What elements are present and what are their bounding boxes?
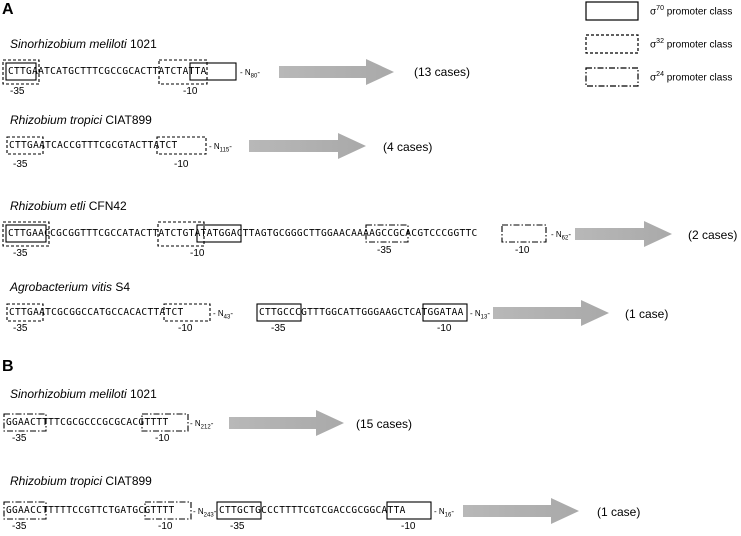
cases-a4: (1 case) bbox=[625, 307, 669, 321]
box-a2-m35 bbox=[6, 136, 44, 155]
nlabel-a2: - N115- bbox=[209, 142, 232, 154]
organism-b1: Sinorhizobium meliloti 1021 bbox=[10, 387, 157, 401]
cases-b1: (15 cases) bbox=[356, 417, 413, 431]
arrow-b2 bbox=[463, 498, 579, 524]
box-a2-m10 bbox=[156, 136, 207, 155]
mark-a1-m35: -35 bbox=[10, 86, 25, 97]
box-a4-m10b bbox=[422, 303, 468, 322]
mark-a4-m35b: -35 bbox=[271, 323, 286, 334]
organism-a3: Rhizobium etli CFN42 bbox=[10, 199, 127, 213]
mark-a3-m35b: -35 bbox=[377, 245, 392, 256]
arrow-b1 bbox=[229, 410, 344, 436]
cases-a1: (13 cases) bbox=[414, 65, 471, 79]
arrow-a1 bbox=[279, 59, 394, 85]
sequence-a4-part1: CTTGAATCGCGGCCATGCCACACTTATCT bbox=[9, 307, 184, 318]
sequence-b1: GGAACTTTTCGCGCCCGCGCACGTTTT bbox=[6, 417, 169, 428]
box-a4-m10 bbox=[163, 303, 211, 322]
mark-a1-m10: -10 bbox=[183, 86, 198, 97]
box-a1-m35-s70 bbox=[5, 62, 37, 81]
box-a3-m10-s70 bbox=[196, 224, 242, 243]
organism-b2: Rhizobium tropici CIAT899 bbox=[10, 474, 152, 488]
nlabel-a3: - N62- bbox=[551, 230, 572, 242]
sequence-a4-part2: CTTGCCCGTTTGGCATTGGGAAGCTCATGGATAA bbox=[259, 307, 464, 318]
box-b2-m10b bbox=[386, 501, 432, 520]
arrow-a4 bbox=[493, 300, 609, 326]
legend-box-s32 bbox=[585, 34, 639, 54]
cases-a2: (4 cases) bbox=[383, 140, 433, 154]
legend-s32: σ32 promoter class bbox=[650, 38, 733, 51]
box-b2-m35 bbox=[3, 501, 47, 520]
mark-a2-m35: -35 bbox=[13, 159, 28, 170]
box-a3-m35-s32 bbox=[2, 221, 50, 247]
mark-a4-m10b: -10 bbox=[437, 323, 452, 334]
panel-label-b: B bbox=[2, 358, 14, 375]
mark-b1-m35: -35 bbox=[12, 433, 27, 444]
organism-a1: Sinorhizobium meliloti 1021 bbox=[10, 37, 157, 51]
legend-s24: σ24 promoter class bbox=[650, 71, 733, 84]
box-a3-m10b-s24 bbox=[501, 224, 547, 243]
panel-label-a: A bbox=[2, 1, 14, 18]
mark-b1-m10: -10 bbox=[155, 433, 170, 444]
nlabel-b2-1: - N243- bbox=[193, 507, 217, 519]
sequence-a1: CTTGAATCATGCTTTCGCCGCACTTATCTATTA bbox=[8, 66, 207, 77]
box-a1-m10-s32 bbox=[158, 59, 208, 85]
nlabel-a4-1: - N43- bbox=[213, 309, 234, 321]
mark-a3-m35: -35 bbox=[13, 248, 28, 259]
box-b1-m35 bbox=[3, 413, 47, 432]
box-a4-m35 bbox=[6, 303, 44, 322]
legend-box-s70 bbox=[585, 1, 639, 21]
legend-s70: σ70 promoter class bbox=[650, 5, 733, 18]
box-a4-m35b bbox=[256, 303, 302, 322]
sequence-a3: CTTGAACCGCGGTTTCGCCATACTTATCTGTATATGGACT… bbox=[8, 228, 478, 239]
cases-b2: (1 case) bbox=[597, 505, 641, 519]
mark-a4-m10: -10 bbox=[178, 323, 193, 334]
box-b2-m35b bbox=[216, 501, 262, 520]
mark-a3-m10b: -10 bbox=[515, 245, 530, 256]
mark-b2-m10: -10 bbox=[158, 521, 173, 532]
mark-a2-m10: -10 bbox=[174, 159, 189, 170]
sequence-b2-part2: CTTGCTGCCCTTTTCGTCGACCGCGGCATTA bbox=[219, 505, 406, 516]
box-a3-m35-s70 bbox=[5, 224, 47, 243]
mark-b2-m35: -35 bbox=[12, 521, 27, 532]
cases-a3: (2 cases) bbox=[688, 228, 738, 242]
nlabel-b1: - N212- bbox=[190, 419, 214, 431]
organism-a2: Rhizobium tropici CIAT899 bbox=[10, 113, 152, 127]
sequence-b2-part1: GGAACCTTTTTCCGTTCTGATGCGTTTT bbox=[6, 505, 175, 516]
mark-a4-m35: -35 bbox=[13, 323, 28, 334]
arrow-a2 bbox=[249, 133, 366, 159]
legend-box-s24 bbox=[585, 67, 639, 87]
box-a3-m10-s32 bbox=[157, 221, 205, 247]
box-a3-m35b-s24 bbox=[365, 224, 409, 243]
nlabel-b2-2: - N16- bbox=[434, 507, 455, 519]
nlabel-a4-2: - N13- bbox=[470, 309, 491, 321]
box-b1-m10 bbox=[141, 413, 189, 432]
organism-a4: Agrobacterium vitis S4 bbox=[10, 280, 131, 294]
box-a1-m10-s70 bbox=[189, 62, 237, 81]
box-a1-m35-s32 bbox=[2, 59, 40, 85]
mark-b2-m10b: -10 bbox=[401, 521, 416, 532]
mark-a3-m10: -10 bbox=[190, 248, 205, 259]
nlabel-a1: - N80- bbox=[240, 68, 261, 80]
box-b2-m10 bbox=[144, 501, 192, 520]
mark-b2-m35b: -35 bbox=[230, 521, 245, 532]
sequence-a2: CTTGAATCACCGTTTCGCGTACTTATCT bbox=[9, 140, 178, 151]
arrow-a3 bbox=[575, 221, 672, 247]
